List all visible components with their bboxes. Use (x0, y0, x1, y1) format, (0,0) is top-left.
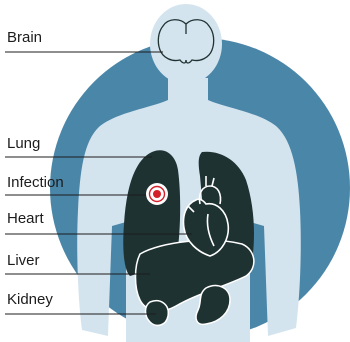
infection-target-icon (146, 183, 168, 205)
kidney-label: Kidney (7, 291, 53, 308)
heart-label: Heart (7, 210, 44, 227)
lung-label: Lung (7, 135, 40, 152)
brain-label: Brain (7, 29, 42, 46)
lower-organ (146, 301, 169, 326)
liver-label: Liver (7, 252, 40, 269)
infection-label: Infection (7, 174, 64, 191)
